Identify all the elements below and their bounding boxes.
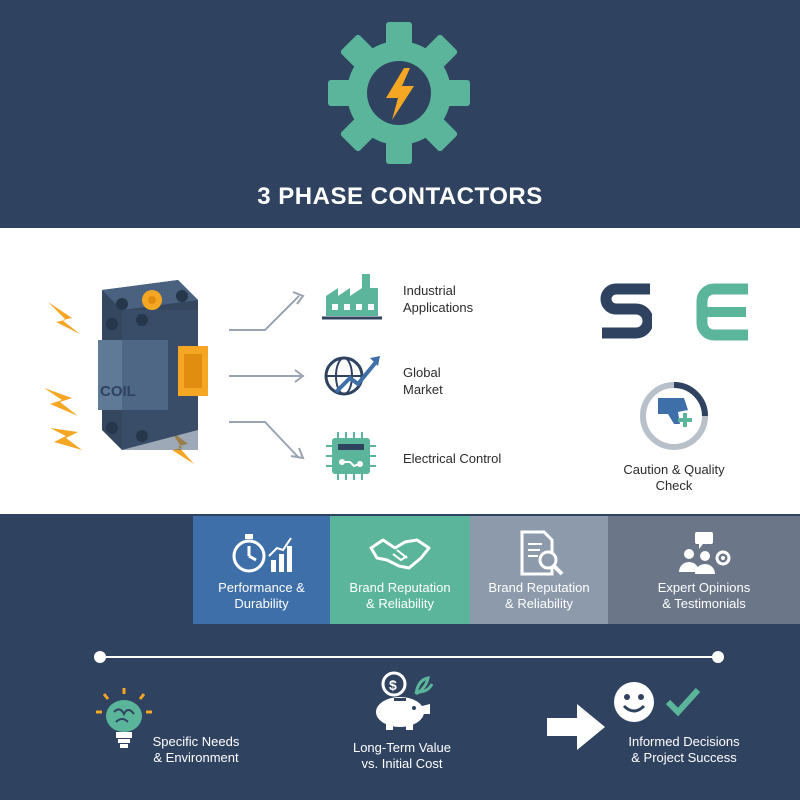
svg-text:$: $ bbox=[389, 677, 397, 693]
circuit-chip-icon bbox=[322, 432, 382, 480]
timeline-dot-start bbox=[94, 651, 106, 663]
informed-decisions-label: Informed Decisions & Project Success bbox=[628, 734, 740, 765]
feature-global-label: Global Market bbox=[403, 365, 443, 397]
specific-needs-label: Specific Needs & Environment bbox=[152, 734, 240, 765]
tile-brand-line1: Brand Reputation bbox=[349, 580, 451, 595]
caution-quality-label: Caution & Quality Check bbox=[623, 462, 725, 493]
stopwatch-chart-icon bbox=[231, 530, 293, 576]
tile-brand-reputation-2: Brand Reputation & Reliability bbox=[470, 516, 608, 624]
coil-label: COIL bbox=[100, 383, 136, 400]
tile-brand-line2: & Reliability bbox=[366, 596, 434, 611]
tile-performance: Performance & Durability bbox=[193, 516, 330, 624]
handshake-icon bbox=[369, 530, 431, 576]
tile-expert-line2: & Testimonials bbox=[662, 596, 746, 611]
arrow-right-icon bbox=[547, 702, 607, 752]
factory-icon bbox=[322, 272, 382, 320]
long-term-value-label: Long-Term Value vs. Initial Cost bbox=[352, 740, 452, 771]
feature-arrows bbox=[225, 280, 315, 470]
tile-expert-line1: Expert Opinions bbox=[657, 580, 751, 595]
tile-performance-line2: Durability bbox=[234, 596, 289, 611]
piggy-bank-icon: $ bbox=[366, 670, 440, 730]
brain-bulb-icon bbox=[92, 686, 156, 752]
feature-electrical-label: Electrical Control bbox=[403, 451, 502, 466]
gear-bolt-icon bbox=[326, 20, 472, 166]
tile-expert-opinions: Expert Opinions & Testimonials bbox=[608, 516, 800, 624]
document-search-icon bbox=[508, 530, 570, 576]
logo-letter-e bbox=[696, 283, 748, 341]
contactor-device-illustration: COIL bbox=[38, 280, 218, 470]
page-title: 3 PHASE CONTACTORS bbox=[257, 183, 543, 210]
tile-brand-reputation: Brand Reputation & Reliability bbox=[330, 516, 470, 624]
se-logo bbox=[600, 283, 752, 341]
globe-chart-icon bbox=[322, 352, 382, 400]
smiley-check-icon bbox=[612, 680, 702, 724]
header-banner: 3 PHASE CONTACTORS bbox=[0, 0, 800, 228]
tile-brand2-line1: Brand Reputation bbox=[488, 580, 590, 595]
timeline-line bbox=[100, 656, 718, 658]
tile-brand2-line2: & Reliability bbox=[505, 596, 573, 611]
thumbs-down-icon bbox=[638, 380, 710, 452]
logo-letter-s bbox=[600, 283, 652, 339]
timeline-dot-end bbox=[712, 651, 724, 663]
people-chat-icon bbox=[673, 530, 735, 576]
tile-performance-line1: Performance & bbox=[218, 580, 305, 595]
feature-industrial-label: Industrial Applications bbox=[403, 283, 474, 315]
timeline-bar bbox=[94, 650, 724, 664]
